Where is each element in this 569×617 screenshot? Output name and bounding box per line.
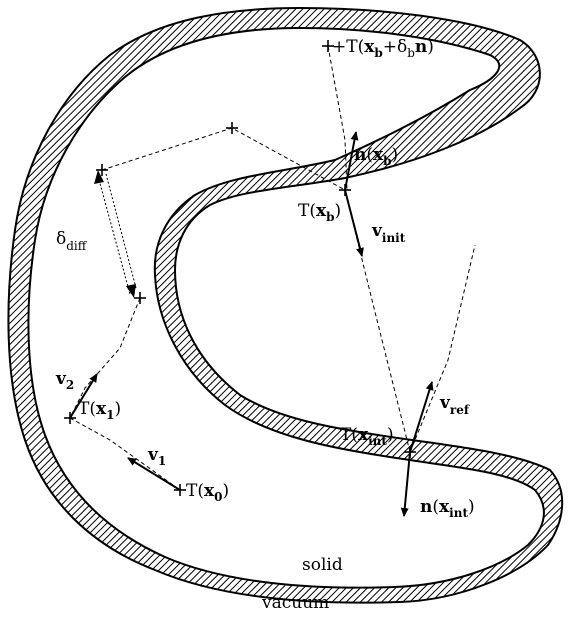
label-vacuum: vacuum [261,593,329,613]
label-t-x-int: T(xint) [340,425,394,448]
label-t-x-b: T(xb) [298,201,341,224]
label-delta-diff: δdiff [56,229,88,253]
marker-diffuse-1 [226,122,238,134]
label-t-xb-offset: +T(xb+δbn) [332,37,434,60]
marker-x-b-offset [322,40,334,52]
label-normal-x-int: n(xint) [420,497,475,520]
v-init-arrow [344,189,364,257]
label-t-x1: T(x1) [78,399,121,422]
solid-wall-hatched [7,6,564,604]
v2-arrow [69,373,98,419]
normal-x-b-arrow [344,131,359,191]
v1-arrow [127,457,181,491]
label-v2: v2 [55,369,74,392]
label-solid: solid [302,555,343,575]
marker-diffuse-3 [134,292,146,304]
delta-diff-indicator [94,170,137,298]
vector-arrows [69,131,434,517]
label-normal-x-b: n(xb) [354,145,398,168]
label-v1: v1 [147,445,166,468]
label-v-ref: vref [439,393,470,417]
label-v-init: vinit [371,221,406,245]
normal-x-int-arrow [400,451,411,517]
label-t-x0: T(x0) [186,481,229,504]
marker-diffuse-2 [96,164,108,176]
v-ref-arrow [409,381,434,453]
